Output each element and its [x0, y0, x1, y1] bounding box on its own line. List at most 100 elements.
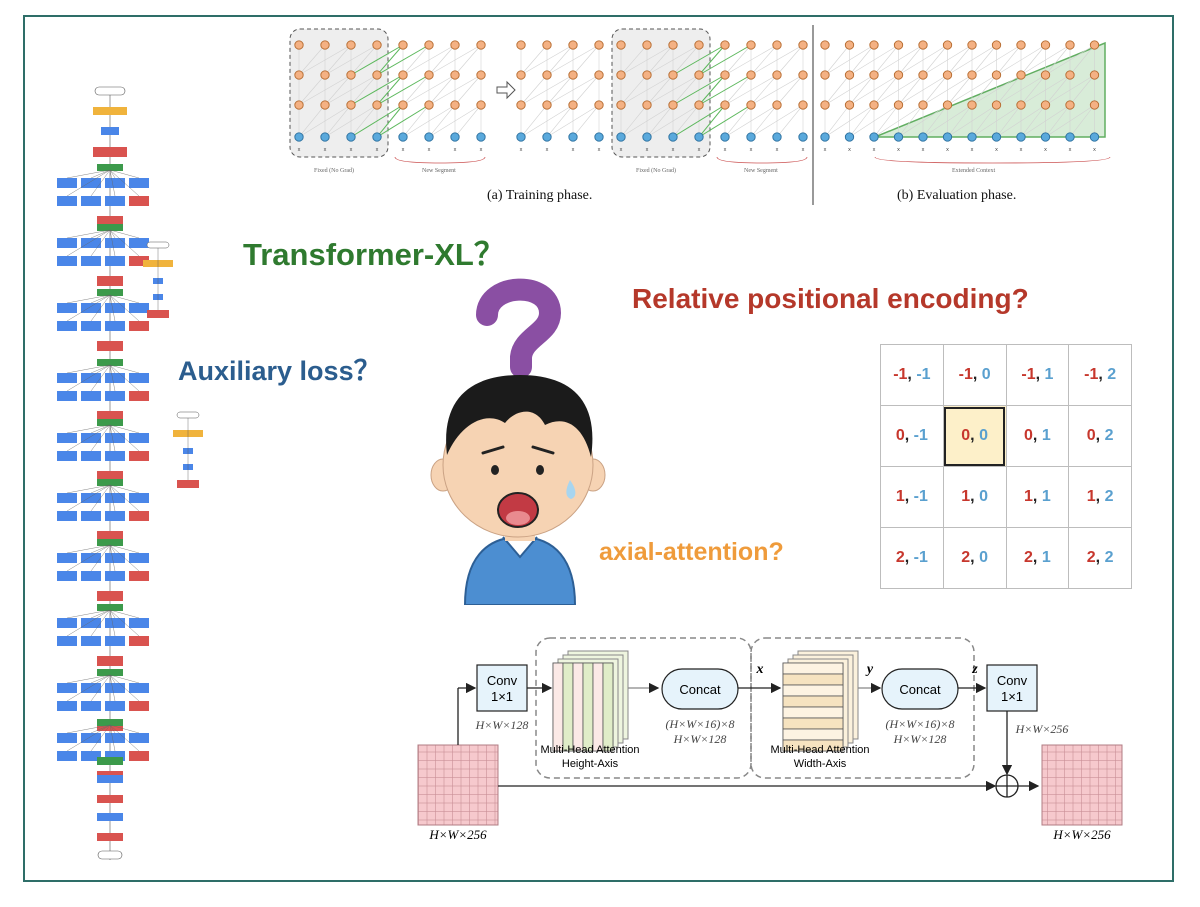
branch-edge [90, 169, 111, 179]
conv-node [129, 618, 149, 628]
input-feature-map [417, 744, 499, 826]
branch-edge [109, 609, 140, 637]
attention-edge [1020, 44, 1046, 76]
relative-grid-cell: 2, -1 [880, 527, 944, 589]
branch-edge [90, 724, 111, 752]
hidden-state-node [542, 70, 552, 80]
row-offset: 0 [1024, 427, 1033, 444]
hidden-state-node [967, 40, 977, 50]
inception-network-diagram [57, 86, 203, 860]
separator: , [972, 366, 982, 383]
attention-edge [350, 74, 378, 106]
row-offset: 1 [961, 488, 971, 505]
hidden-state-node [1016, 40, 1026, 50]
relative-grid-cell: -1, 1 [1005, 344, 1070, 406]
attention-edge [873, 74, 924, 106]
depthconcat-node [97, 669, 123, 676]
branch-edge [66, 294, 111, 304]
branch-edge [90, 229, 111, 239]
aux-avgpool-node [147, 310, 169, 318]
attention-edge [646, 44, 674, 76]
heads2-dim-label: H×W×128 [893, 732, 947, 746]
col-offset: 1 [1041, 488, 1051, 505]
conv-node [57, 553, 77, 563]
mha-width-label: Multi-Head Attention [770, 744, 869, 756]
attention-edge [698, 74, 752, 106]
hidden-state-node [1040, 132, 1051, 142]
hidden-state-node [346, 100, 356, 110]
hidden-state-node [720, 100, 730, 110]
token-label: x [897, 147, 900, 153]
relative-positional-encoding-question: Relative positional encoding? [632, 283, 1029, 314]
attention-edge [428, 104, 456, 138]
hidden-state-node [918, 100, 928, 110]
conv-node [57, 493, 77, 503]
attention-edge [873, 104, 924, 138]
branch-edge [66, 724, 111, 752]
hidden-state-node [694, 40, 704, 50]
col-offset: 1 [1041, 549, 1051, 566]
attention-edge [776, 44, 804, 76]
attention-edge [572, 44, 600, 76]
hidden-state-node [294, 70, 304, 80]
branch-edge [66, 609, 111, 619]
attention-edge [376, 74, 404, 106]
hidden-state-node [869, 100, 879, 110]
attention-edge [454, 44, 482, 76]
hidden-state-node [991, 132, 1002, 142]
relative-grid-cell: 1, -1 [880, 466, 944, 528]
attention-edge [996, 44, 1022, 76]
attention-edge [298, 44, 326, 76]
row-offset: -1 [893, 366, 908, 383]
attention-edge [350, 74, 404, 106]
hidden-state-node [967, 132, 977, 142]
evaluation-phase-caption: (b) Evaluation phase. [897, 188, 1017, 203]
x-label: x [756, 662, 764, 677]
conv-node [105, 256, 125, 266]
hidden-state-node [893, 132, 904, 142]
conv-node [57, 636, 77, 646]
conv2-label: Conv [997, 673, 1028, 688]
attention-edge [922, 74, 948, 106]
attention-edge [971, 74, 997, 106]
separator: , [904, 488, 914, 505]
attention-edge [428, 44, 456, 76]
separator: , [1035, 366, 1045, 383]
hidden-state-node [869, 132, 879, 142]
attention-edge [672, 44, 700, 76]
conv-node [57, 511, 77, 521]
hidden-state-node [772, 132, 782, 142]
attention-edge [1045, 44, 1095, 76]
attention-edge [898, 104, 924, 138]
separator: , [1032, 427, 1042, 444]
hidden-state-node [967, 70, 977, 80]
attention-edge [546, 104, 600, 138]
attention-edge [376, 74, 430, 106]
attention-edge [324, 104, 352, 138]
attention-edge [698, 44, 752, 76]
height-stripe [582, 662, 594, 752]
token-label: x [520, 147, 523, 153]
attention-edge [324, 74, 378, 106]
conv-node [105, 636, 125, 646]
conv-node [105, 751, 125, 761]
hidden-state-node [942, 40, 953, 50]
hidden-state-node [294, 132, 304, 142]
conv-node [129, 256, 149, 266]
hidden-state-node [594, 70, 604, 80]
hidden-state-node [642, 132, 652, 142]
maxpool-node [97, 591, 123, 601]
hidden-state-node [594, 40, 604, 50]
branch-edge [109, 544, 140, 572]
attention-edge [1020, 74, 1046, 106]
separator: , [1032, 488, 1042, 505]
hidden-state-node [1040, 70, 1051, 80]
attention-edge [402, 104, 430, 138]
conv-node [105, 433, 125, 443]
hidden-state-node [694, 70, 704, 80]
branch-edge [109, 424, 140, 434]
attention-edge [776, 104, 804, 138]
attention-edge [1069, 44, 1095, 76]
hidden-state-node [1065, 70, 1075, 80]
